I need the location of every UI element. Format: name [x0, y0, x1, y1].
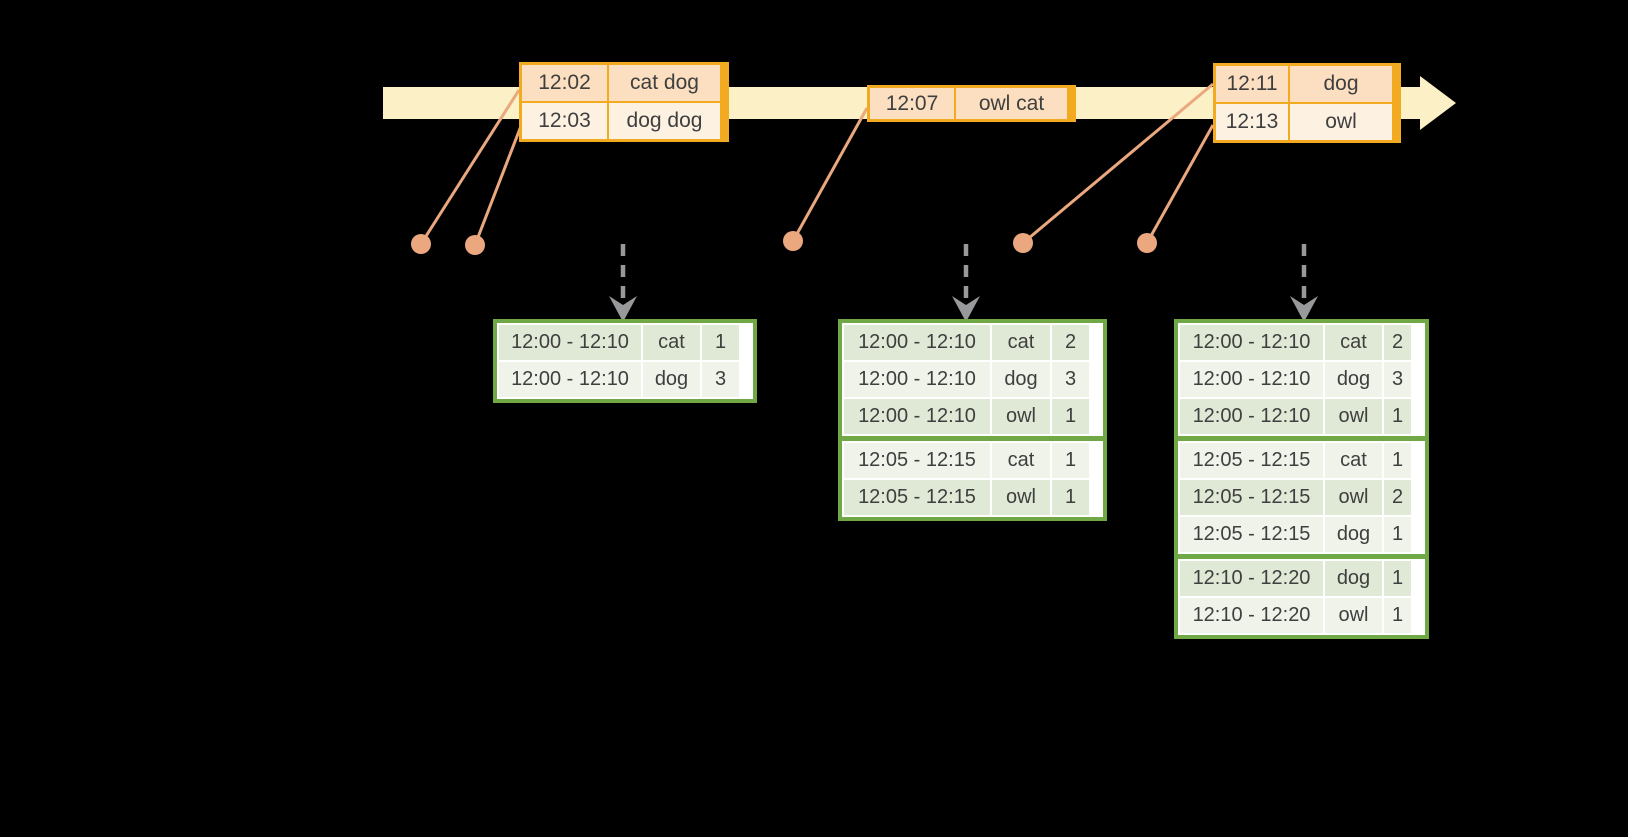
event-dot [1013, 233, 1033, 253]
event-dot [411, 234, 431, 254]
arrowhead-icon [952, 296, 980, 322]
event-dot [1137, 233, 1157, 253]
event-time-cell: 12:03 [522, 103, 607, 139]
word-cell: owl [992, 399, 1050, 434]
result-row: 12:00 - 12:10 owl 1 [844, 399, 1101, 434]
event-words-cell: dog dog [609, 103, 720, 139]
word-cell: cat [992, 325, 1050, 360]
window-group-separator [842, 436, 1103, 441]
count-cell: 1 [1052, 399, 1089, 434]
count-cell: 1 [1052, 443, 1089, 478]
result-row: 12:05 - 12:15 cat 1 [844, 443, 1101, 478]
count-cell: 1 [1052, 480, 1089, 515]
count-cell: 1 [1384, 561, 1411, 596]
result-table-1: 12:00 - 12:10 cat 1 12:00 - 12:10 dog 3 [493, 319, 757, 403]
event-dot [783, 231, 803, 251]
result-row: 12:00 - 12:10 owl 1 [1180, 399, 1423, 434]
dashed-trigger-arrows [620, 244, 1307, 300]
result-row: 12:00 - 12:10 dog 3 [844, 362, 1101, 397]
window-cell: 12:05 - 12:15 [844, 480, 990, 515]
window-group-separator [1178, 554, 1425, 559]
event-connector-lines [419, 82, 1215, 246]
event-dot [465, 235, 485, 255]
word-cell: owl [1325, 598, 1382, 633]
event-words-cell: owl cat [956, 88, 1067, 119]
count-cell: 3 [702, 362, 739, 397]
word-cell: cat [1325, 443, 1382, 478]
word-cell: dog [992, 362, 1050, 397]
connector-line [791, 107, 869, 242]
result-row: 12:10 - 12:20 dog 1 [1180, 561, 1423, 596]
window-cell: 12:00 - 12:10 [499, 325, 641, 360]
event-dots [411, 231, 1157, 255]
word-cell: owl [1325, 399, 1382, 434]
count-cell: 3 [1384, 362, 1411, 397]
window-cell: 12:05 - 12:15 [1180, 517, 1323, 552]
result-row: 12:05 - 12:15 dog 1 [1180, 517, 1423, 552]
connector-line [1145, 124, 1215, 244]
connector-line [1022, 82, 1214, 245]
window-group-separator [1178, 436, 1425, 441]
result-row: 12:00 - 12:10 cat 2 [1180, 325, 1423, 360]
window-cell: 12:10 - 12:20 [1180, 561, 1323, 596]
word-cell: owl [992, 480, 1050, 515]
arrowhead-icon [1290, 296, 1318, 322]
event-table-2: 12:07 owl cat [867, 85, 1076, 122]
arrowhead-icon [609, 296, 637, 322]
word-cell: dog [1325, 561, 1382, 596]
count-cell: 2 [1384, 480, 1411, 515]
event-table-3: 12:11 dog 12:13 owl [1213, 63, 1401, 143]
word-cell: dog [1325, 517, 1382, 552]
window-cell: 12:00 - 12:10 [844, 399, 990, 434]
result-row: 12:10 - 12:20 owl 1 [1180, 598, 1423, 633]
word-cell: owl [1325, 480, 1382, 515]
window-cell: 12:05 - 12:15 [844, 443, 990, 478]
count-cell: 2 [1052, 325, 1089, 360]
count-cell: 1 [1384, 399, 1411, 434]
result-row: 12:00 - 12:10 cat 2 [844, 325, 1101, 360]
result-row: 12:05 - 12:15 cat 1 [1180, 443, 1423, 478]
word-cell: cat [643, 325, 700, 360]
count-cell: 1 [1384, 598, 1411, 633]
word-cell: dog [1325, 362, 1382, 397]
result-row: 12:00 - 12:10 cat 1 [499, 325, 751, 360]
event-table-1: 12:02 cat dog 12:03 dog dog [519, 62, 729, 142]
window-cell: 12:10 - 12:20 [1180, 598, 1323, 633]
word-cell: cat [992, 443, 1050, 478]
count-cell: 2 [1384, 325, 1411, 360]
window-cell: 12:00 - 12:10 [844, 362, 990, 397]
result-table-3: 12:00 - 12:10 cat 2 12:00 - 12:10 dog 3 … [1174, 319, 1429, 639]
dashed-arrowheads [609, 296, 1318, 322]
window-cell: 12:00 - 12:10 [1180, 399, 1323, 434]
word-cell: dog [643, 362, 700, 397]
timeline-arrowhead-icon [1420, 76, 1456, 130]
event-words-cell: dog [1290, 66, 1392, 102]
result-row: 12:05 - 12:15 owl 2 [1180, 480, 1423, 515]
connector-line [419, 89, 521, 245]
event-time-cell: 12:11 [1216, 66, 1288, 102]
window-cell: 12:00 - 12:10 [499, 362, 641, 397]
result-row: 12:00 - 12:10 dog 3 [1180, 362, 1423, 397]
word-cell: cat [1325, 325, 1382, 360]
result-table-2: 12:00 - 12:10 cat 2 12:00 - 12:10 dog 3 … [838, 319, 1107, 521]
event-words-cell: cat dog [609, 65, 720, 101]
count-cell: 1 [702, 325, 739, 360]
window-cell: 12:00 - 12:10 [1180, 325, 1323, 360]
result-row: 12:00 - 12:10 dog 3 [499, 362, 751, 397]
window-cell: 12:00 - 12:10 [844, 325, 990, 360]
window-cell: 12:05 - 12:15 [1180, 480, 1323, 515]
event-time-cell: 12:13 [1216, 104, 1288, 140]
count-cell: 1 [1384, 517, 1411, 552]
window-cell: 12:05 - 12:15 [1180, 443, 1323, 478]
count-cell: 1 [1384, 443, 1411, 478]
event-time-cell: 12:07 [870, 88, 954, 119]
event-time-cell: 12:02 [522, 65, 607, 101]
count-cell: 3 [1052, 362, 1089, 397]
connector-line [473, 125, 523, 246]
result-row: 12:05 - 12:15 owl 1 [844, 480, 1101, 515]
event-words-cell: owl [1290, 104, 1392, 140]
window-cell: 12:00 - 12:10 [1180, 362, 1323, 397]
